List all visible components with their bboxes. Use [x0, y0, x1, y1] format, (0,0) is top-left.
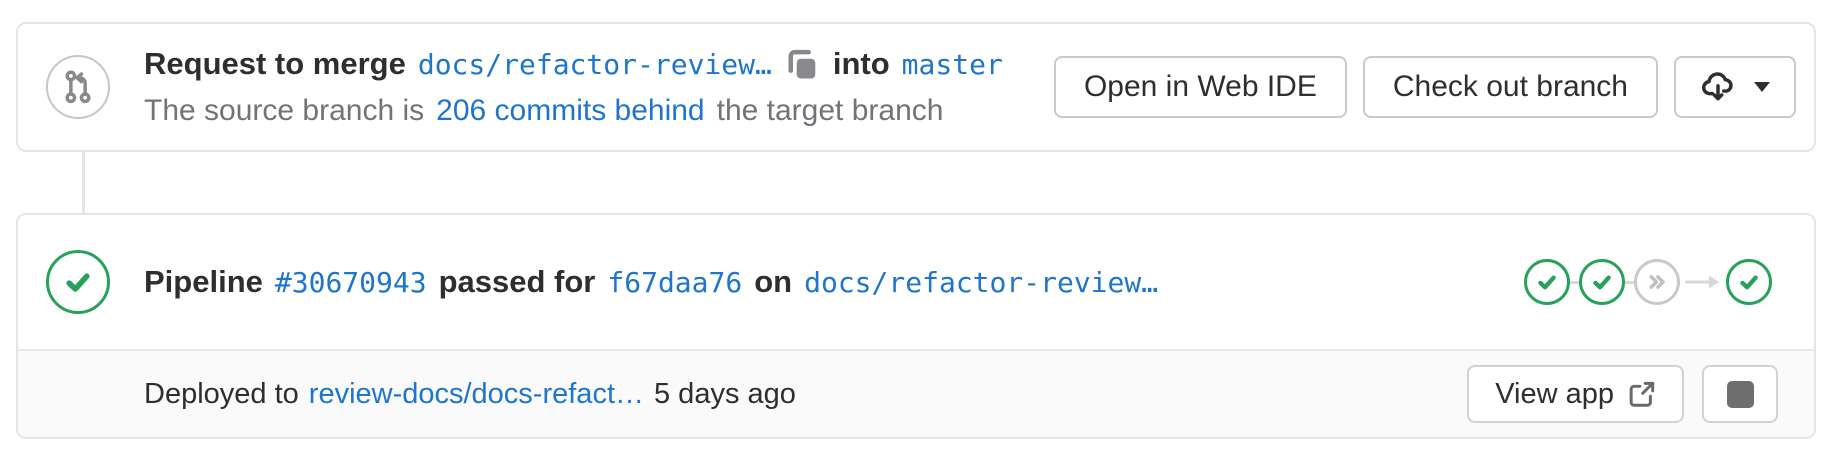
pipeline-status-row: Pipeline #30670943 passed for f67daa76 o…	[18, 215, 1814, 349]
timeline-connector	[82, 152, 85, 215]
mini-stage-downstream-passed-icon[interactable]	[1726, 259, 1772, 305]
deploy-time-ago: 5 days ago	[654, 377, 796, 410]
check-icon	[66, 273, 90, 292]
pipeline-summary: Pipeline #30670943 passed for f67daa76 o…	[144, 264, 1158, 300]
deployment-summary: Deployed to review-docs/docs-refact… 5 d…	[144, 378, 806, 411]
pipeline-passed-status-icon	[46, 250, 110, 314]
mini-stage-3-skipped-icon[interactable]	[1634, 259, 1680, 305]
subtitle-suffix: the target branch	[716, 94, 944, 127]
commits-behind-link[interactable]: 206 commits behind	[436, 94, 705, 127]
commit-sha-link[interactable]: f67daa76	[607, 265, 743, 299]
pipeline-branch-link[interactable]: docs/refactor-review…	[804, 265, 1159, 299]
merge-request-text: Request to merge docs/refactor-review… i…	[144, 46, 1003, 128]
stage-connector	[1570, 280, 1579, 284]
copy-icon	[788, 49, 816, 79]
merge-request-widget: Request to merge docs/refactor-review… i…	[16, 22, 1816, 152]
request-to-merge-label: Request to merge	[144, 46, 406, 81]
deployment-actions: View app	[1467, 365, 1778, 423]
mini-stage-1-passed-icon[interactable]	[1524, 259, 1570, 305]
downstream-arrow-icon	[1685, 273, 1721, 291]
check-out-branch-button[interactable]: Check out branch	[1362, 56, 1658, 118]
mini-stage-2-passed-icon[interactable]	[1579, 259, 1625, 305]
pipeline-label: Pipeline	[144, 264, 263, 299]
external-link-icon	[1629, 381, 1655, 407]
pipeline-on-label: on	[754, 264, 793, 299]
pipeline-id-link[interactable]: #30670943	[274, 265, 427, 299]
target-branch-link[interactable]: master	[901, 47, 1003, 81]
merge-request-icon	[46, 55, 110, 119]
view-app-button[interactable]: View app	[1467, 365, 1684, 423]
mini-pipeline-graph	[1524, 259, 1772, 305]
view-app-label: View app	[1495, 377, 1614, 410]
source-branch-link[interactable]: docs/refactor-review…	[417, 47, 772, 81]
pipeline-widget: Pipeline #30670943 passed for f67daa76 o…	[16, 213, 1816, 439]
merge-request-actions: Open in Web IDE Check out branch	[1053, 56, 1796, 118]
environment-link[interactable]: review-docs/docs-refact…	[308, 377, 644, 410]
stop-icon	[1726, 380, 1754, 408]
into-label: into	[832, 46, 890, 81]
download-dropdown-button[interactable]	[1674, 56, 1796, 118]
deployed-to-label: Deployed to	[144, 377, 299, 410]
cloud-download-icon	[1702, 72, 1733, 101]
copy-branch-name-button[interactable]	[784, 48, 821, 81]
stage-connector	[1625, 280, 1634, 284]
subtitle-prefix: The source branch is	[144, 94, 425, 127]
merge-request-title: Request to merge docs/refactor-review… i…	[144, 46, 1003, 82]
chevron-down-icon	[1754, 82, 1770, 92]
git-merge-icon	[65, 70, 91, 104]
skipped-chevrons-icon	[1649, 275, 1665, 289]
deployment-row: Deployed to review-docs/docs-refact… 5 d…	[18, 349, 1814, 437]
stop-environment-button[interactable]	[1702, 365, 1778, 423]
pipeline-status-text: passed for	[438, 264, 596, 299]
branch-status-subtitle: The source branch is 206 commits behind …	[144, 94, 1003, 128]
open-in-web-ide-button[interactable]: Open in Web IDE	[1053, 56, 1347, 118]
